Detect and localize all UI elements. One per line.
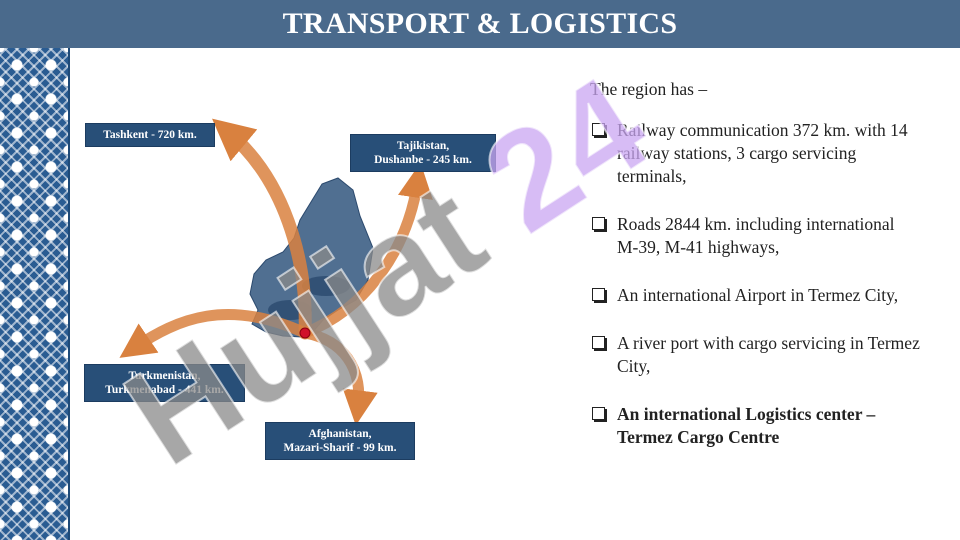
list-item: Railway communication 372 km. with 14 ra… <box>590 119 920 188</box>
list-item: An international Airport in Termez City, <box>590 284 920 307</box>
region-features: The region has – Railway communication 3… <box>590 78 920 474</box>
arrow-to-turkmenabad <box>119 308 311 358</box>
label-line: Afghanistan, <box>308 428 372 440</box>
square-bullet-icon <box>592 336 605 349</box>
termez-city-marker <box>299 327 311 339</box>
list-item-text: An international Airport in Termez City, <box>617 285 899 305</box>
list-item-text: An international Logistics center – Term… <box>617 404 876 447</box>
region-map <box>119 118 433 426</box>
square-bullet-icon <box>592 288 605 301</box>
square-bullet-icon <box>592 123 605 136</box>
square-bullet-icon <box>592 407 605 420</box>
label-line: Mazari-Sharif - 99 km. <box>283 442 397 454</box>
feature-list: Railway communication 372 km. with 14 ra… <box>590 119 920 449</box>
arrow-to-tashkent <box>212 118 312 340</box>
intro-text: The region has – <box>590 79 708 99</box>
list-item: An international Logistics center – Term… <box>590 403 920 449</box>
label-tajikistan: Tajikistan, Dushanbe - 245 km. <box>350 134 496 172</box>
slide-title: TRANSPORT & LOGISTICS <box>282 7 678 40</box>
arrow-to-mazari-sharif <box>299 327 378 426</box>
arrow-to-dushanbe <box>299 162 433 339</box>
label-tashkent: Tashkent - 720 km. <box>85 123 215 147</box>
square-bullet-icon <box>592 217 605 230</box>
list-item-text: Railway communication 372 km. with 14 ra… <box>617 120 908 186</box>
list-item: Roads 2844 km. including international M… <box>590 213 920 259</box>
list-item-text: A river port with cargo servicing in Ter… <box>617 333 920 376</box>
label-line: Turkmenistan, <box>128 370 201 382</box>
label-line: Tajikistan, <box>396 140 450 152</box>
list-item-text: Roads 2844 km. including international M… <box>617 214 895 257</box>
list-item: A river port with cargo servicing in Ter… <box>590 332 920 378</box>
surkhandarya-region-shape <box>249 177 374 338</box>
label-turkmenistan: Turkmenistan, Turkmenabad - 441 km. <box>84 364 245 402</box>
ornamental-side-band <box>0 48 70 540</box>
label-line: Dushanbe - 245 km. <box>374 154 472 166</box>
region-district-oval <box>302 276 350 296</box>
label-line: Tashkent - 720 km. <box>103 129 197 141</box>
label-line: Turkmenabad - 441 km. <box>105 384 224 396</box>
label-afghanistan: Afghanistan, Mazari-Sharif - 99 km. <box>265 422 415 460</box>
slide-title-bar: TRANSPORT & LOGISTICS <box>0 0 960 48</box>
